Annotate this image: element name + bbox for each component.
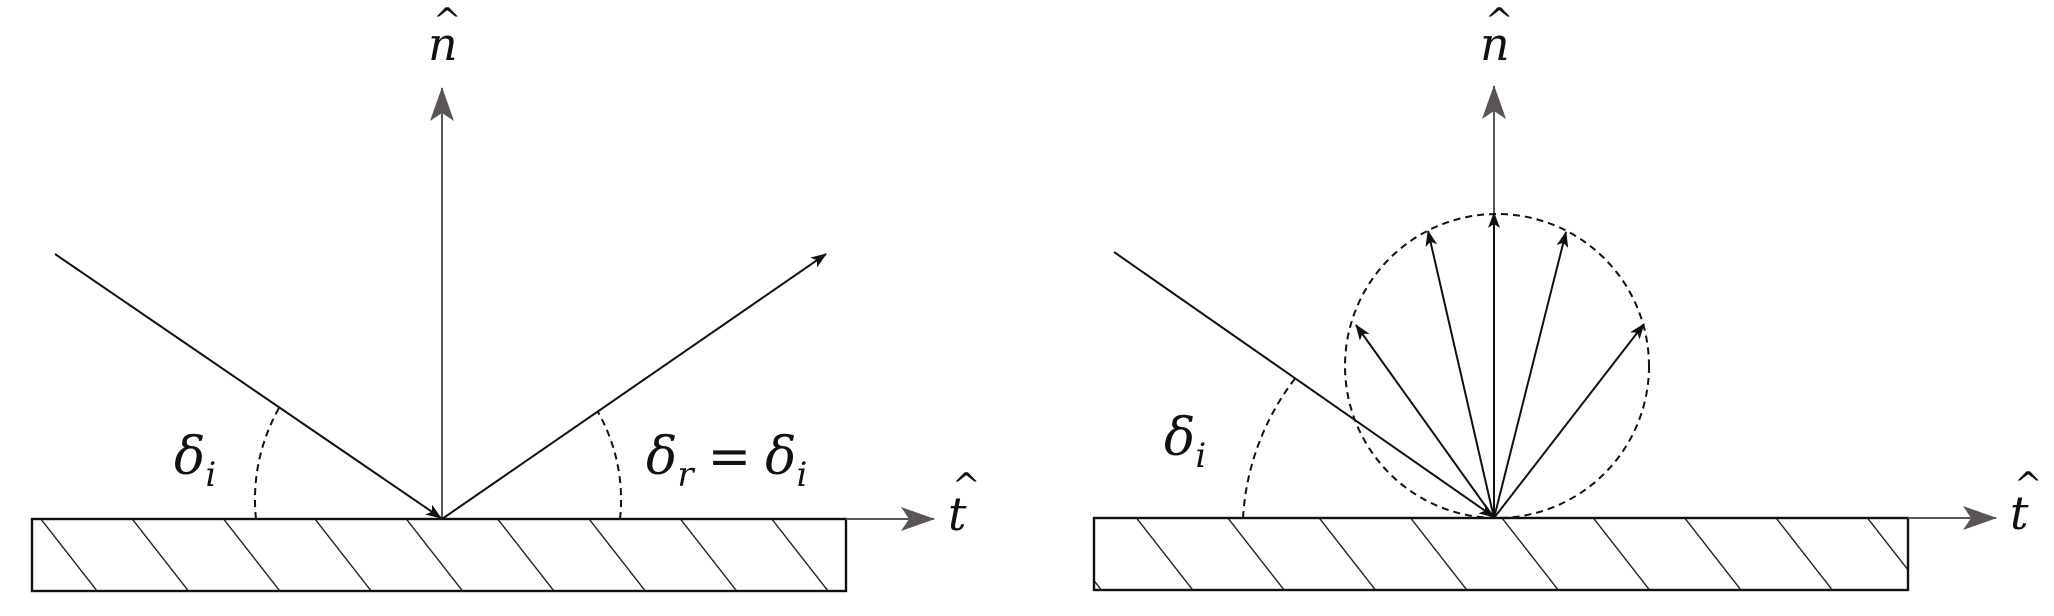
surface-block-right [1092, 516, 1910, 592]
normal-label-left: n [428, 17, 458, 71]
incident-angle-label-right: δi [1164, 408, 1206, 476]
scattered-ray-1 [1355, 324, 1495, 519]
reflected-ray-left [441, 253, 827, 520]
normal-hat-right: ^ [1485, 1, 1514, 41]
incident-angle-arc-left [253, 407, 280, 520]
tangent-hat-left: ^ [952, 466, 981, 506]
surface-block-left [30, 517, 848, 593]
incident-angle-label-left: δi [174, 427, 216, 495]
scattered-ray-4 [1493, 231, 1569, 519]
incident-angle-arc-right [1242, 375, 1298, 519]
scattering-lobe [1344, 213, 1650, 519]
incident-ray-right [1113, 251, 1495, 518]
tangent-label-left: t [948, 487, 967, 541]
incident-ray-left [54, 253, 442, 519]
scattered-ray-2 [1425, 230, 1495, 519]
reflected-angle-label: δr=δi [646, 427, 807, 495]
normal-hat-left: ^ [433, 1, 462, 41]
specular-panel: t ^ n ^ δi δr=δi [30, 1, 981, 593]
tangent-label-right: t [2010, 486, 2029, 540]
diffuse-panel: t ^ n ^ δi [1092, 1, 2043, 592]
normal-label-right: n [1480, 17, 1510, 71]
scattered-ray-5 [1493, 323, 1645, 519]
reflected-angle-arc-left [597, 411, 623, 520]
tangent-hat-right: ^ [2014, 465, 2043, 505]
